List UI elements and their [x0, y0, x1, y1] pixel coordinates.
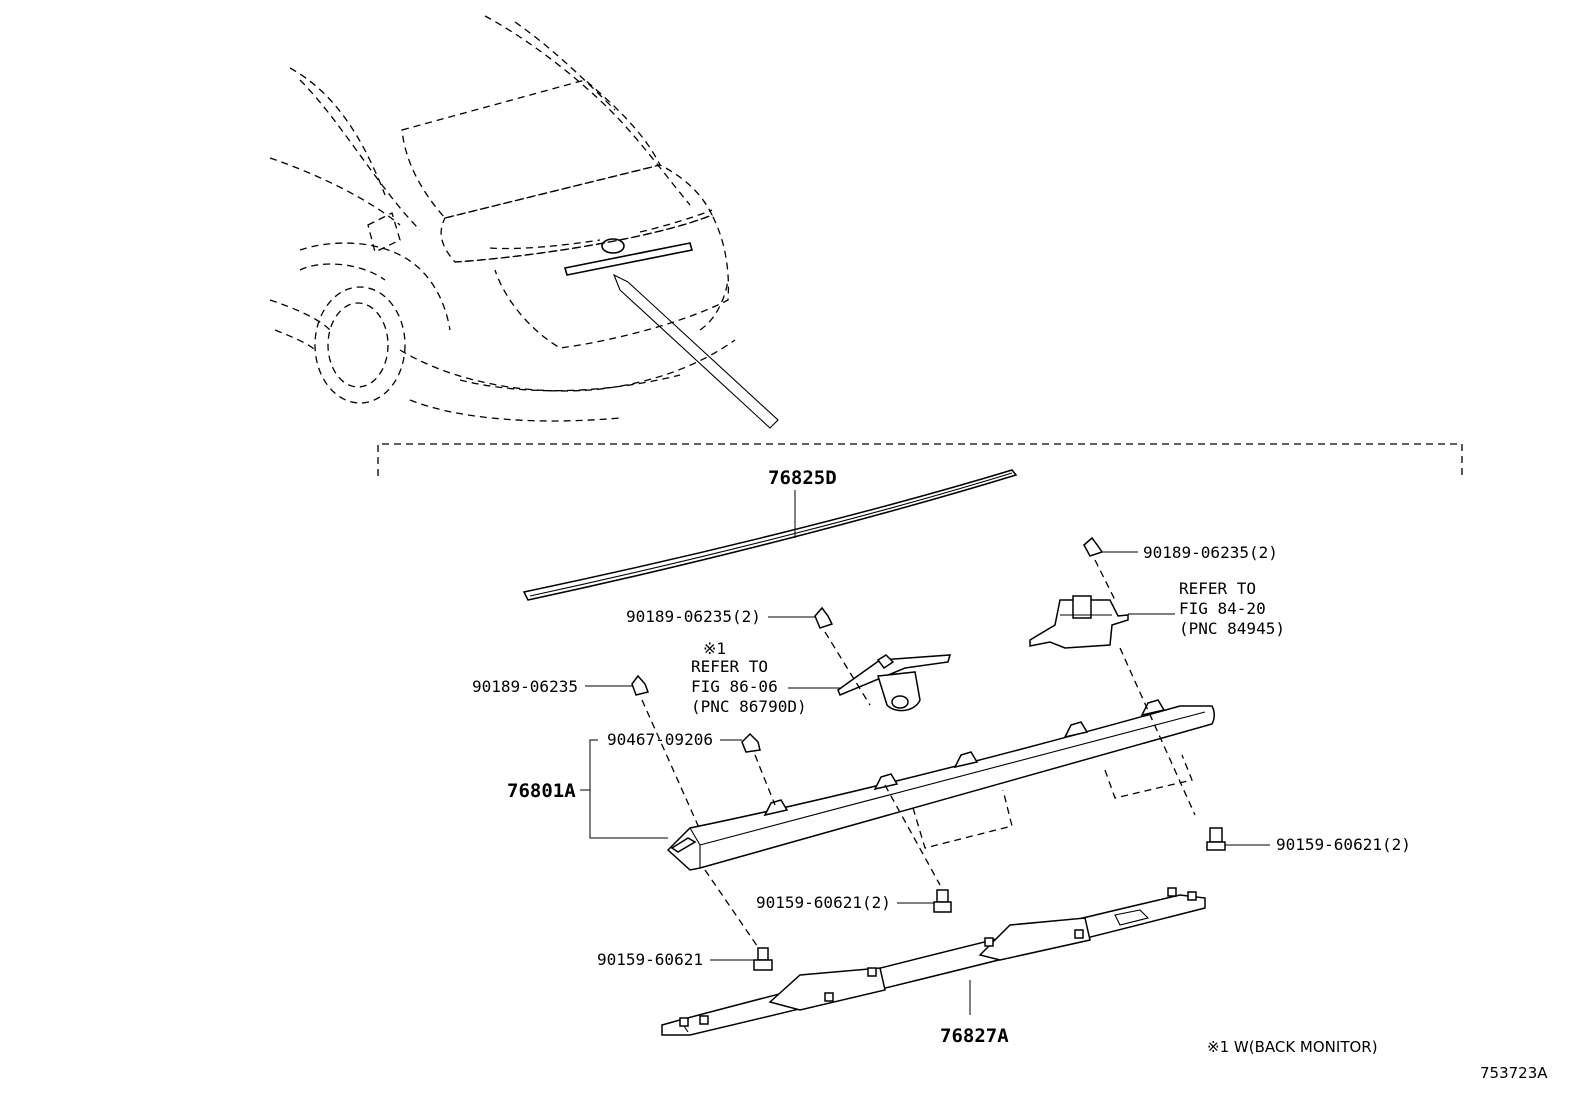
label-90189-top-right: 90189-06235(2): [1143, 543, 1278, 562]
label-refer-right-2: FIG 84-20: [1179, 599, 1266, 618]
nut-90467: [720, 732, 776, 806]
part-76825D-moulding: [522, 469, 1018, 601]
label-90189-mid: 90189-06235(2): [626, 607, 761, 626]
label-refer-right-1: REFER TO: [1179, 579, 1256, 598]
screw-90159-right: [1206, 827, 1270, 851]
label-90159-left: 90159-60621: [597, 950, 703, 969]
part-76827A-lower-garnish: [661, 887, 1206, 1036]
label-90189-left: 90189-06235: [472, 677, 578, 696]
label-refer-left-2: FIG 86-06: [691, 677, 778, 696]
part-76801A-garnish: [666, 699, 1215, 871]
screw-90159-left: [710, 947, 773, 971]
leader-76801A: [580, 739, 668, 839]
part-back-camera: [837, 654, 952, 712]
label-90467: 90467-09206: [607, 730, 713, 749]
clip-90189-top-right: [1083, 536, 1196, 816]
figure-id: 753723A: [1480, 1064, 1548, 1082]
group-bracket: [377, 443, 1463, 476]
label-76801A: 76801A: [507, 780, 576, 802]
label-refer-right-3: (PNC 84945): [1179, 619, 1285, 638]
label-90159-right: 90159-60621(2): [1276, 835, 1411, 854]
clip-90189-left: [585, 674, 761, 951]
footnote: ※1 W(BACK MONITOR): [1207, 1038, 1378, 1056]
label-refer-left-3: (PNC 86790D): [691, 697, 807, 716]
label-refer-left-1: REFER TO: [691, 657, 768, 676]
part-license-light: [1029, 595, 1129, 649]
clip-90189-mid: [768, 606, 941, 886]
label-note-mark: ※1: [703, 639, 726, 658]
label-76827A: 76827A: [940, 1025, 1009, 1047]
car-rear-illustration: [269, 15, 779, 429]
label-76825D: 76825D: [768, 467, 837, 489]
screw-90159-mid: [897, 889, 952, 913]
label-90159-mid: 90159-60621(2): [756, 893, 891, 912]
